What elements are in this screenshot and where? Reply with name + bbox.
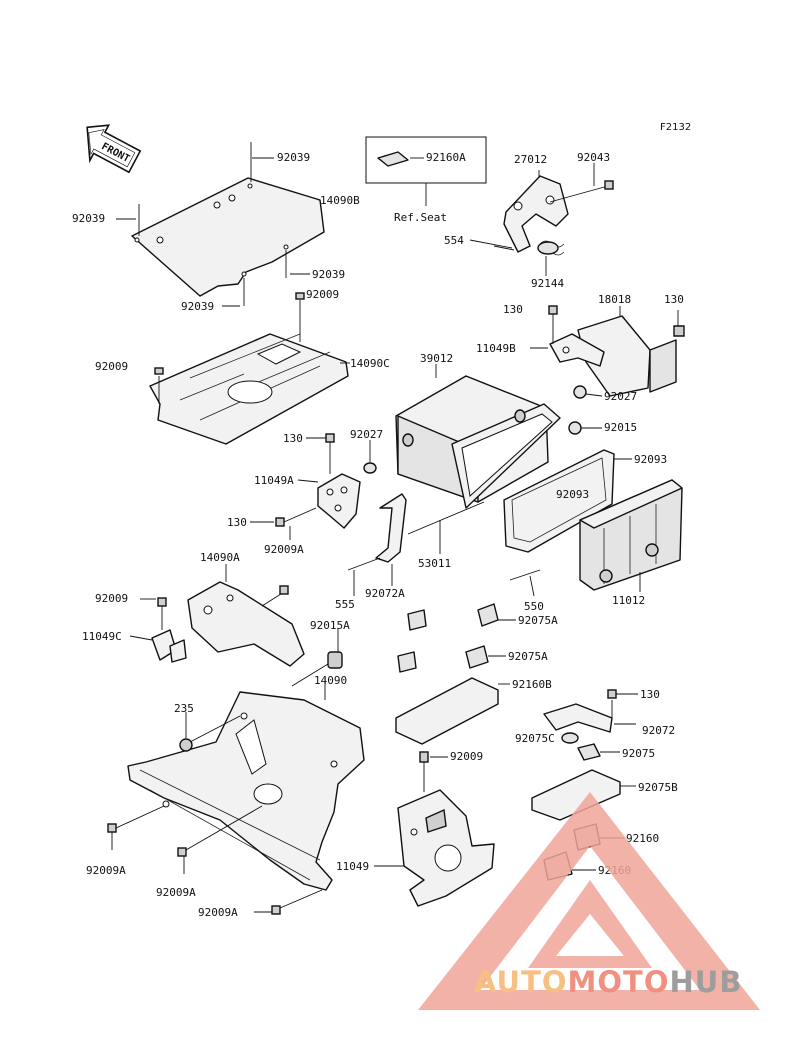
bracket-11049C	[129, 597, 187, 663]
mat-14090C	[149, 292, 350, 445]
label-92009: 92009	[306, 288, 339, 301]
label-92009: 92009	[95, 360, 128, 373]
label-14090: 14090	[314, 674, 347, 687]
bracket-11049B	[530, 305, 605, 399]
label-92072A: 92072A	[365, 587, 405, 600]
label-18018: 18018	[598, 293, 631, 306]
label-11049: 11049	[336, 860, 369, 873]
label-92009A: 92009A	[156, 886, 196, 899]
label-92144: 92144	[531, 277, 564, 290]
label-92072: 92072	[642, 724, 675, 737]
watermark: AUTOMOTOHUB	[418, 792, 760, 1010]
battery-11012	[579, 479, 683, 592]
label-39012: 39012	[420, 352, 453, 365]
label-92075B: 92075B	[638, 781, 678, 794]
label-92009: 92009	[450, 750, 483, 763]
label-92039: 92039	[181, 300, 214, 313]
watermark-auto: AUTO	[474, 965, 568, 999]
label-92009A: 92009A	[264, 543, 304, 556]
svg-text:AUTOMOTOHUB: AUTOMOTOHUB	[474, 965, 742, 999]
label-53011: 53011	[418, 557, 451, 570]
label-130: 130	[664, 293, 684, 306]
label-92160A: 92160A	[426, 151, 466, 164]
label-11012: 11012	[612, 594, 645, 607]
label-92027: 92027	[350, 428, 383, 441]
label-130: 130	[640, 688, 660, 701]
spacer-92015A	[327, 628, 343, 669]
pin-550	[509, 569, 541, 597]
bracket-27012	[469, 163, 614, 276]
pads-group	[395, 603, 516, 745]
label-235: 235	[174, 702, 194, 715]
label-92015: 92015	[604, 421, 637, 434]
label-130: 130	[283, 432, 303, 445]
gasket-92093	[503, 449, 632, 553]
bracket-92072	[543, 689, 638, 761]
label-130: 130	[503, 303, 523, 316]
label-92075C: 92075C	[515, 732, 555, 745]
label-92043: 92043	[577, 151, 610, 164]
plate-18018	[577, 306, 685, 397]
label-92160B: 92160B	[512, 678, 552, 691]
label-92009: 92009	[95, 592, 128, 605]
label-11049A: 11049A	[254, 474, 294, 487]
bracket-11049A	[250, 433, 377, 540]
guard-14090	[107, 663, 365, 915]
label-92027: 92027	[604, 390, 637, 403]
watermark-moto: MOTO	[568, 965, 670, 999]
strap-92072A	[347, 493, 485, 596]
label-14090B: 14090B	[320, 194, 360, 207]
label-11049C: 11049C	[82, 630, 122, 643]
battery-box-39012	[395, 364, 602, 509]
label-555: 555	[335, 598, 355, 611]
front-arrow: FRONT	[86, 124, 142, 174]
label-27012: 27012	[514, 153, 547, 166]
label-130: 130	[227, 516, 247, 529]
pad-92160A	[377, 151, 409, 167]
cover-14090A	[187, 564, 305, 667]
label-92075: 92075	[622, 747, 655, 760]
ref-seat-label: Ref.Seat	[394, 211, 447, 224]
label-14090A: 14090A	[200, 551, 240, 564]
label-11049B: 11049B	[476, 342, 516, 355]
label-14090C: 14090C	[350, 357, 390, 370]
part-labels: 92039 92039 14090B 92039 92039 92160A 27…	[72, 151, 684, 919]
label-92015A: 92015A	[310, 619, 350, 632]
ref-seat-box: Ref.Seat	[365, 136, 487, 224]
label-92039: 92039	[277, 151, 310, 164]
label-92039: 92039	[312, 268, 345, 281]
label-92009A: 92009A	[86, 864, 126, 877]
watermark-hub: HUB	[670, 965, 743, 999]
label-92009A: 92009A	[198, 906, 238, 919]
label-92093: 92093	[556, 488, 589, 501]
label-554: 554	[444, 234, 464, 247]
label-92160: 92160	[626, 832, 659, 845]
cover-14090B	[116, 142, 325, 307]
label-92039: 92039	[72, 212, 105, 225]
label-550: 550	[524, 600, 544, 613]
figure-code: F2132	[660, 122, 691, 133]
watermark-triangle	[418, 792, 760, 1010]
label-92075A: 92075A	[508, 650, 548, 663]
label-92075A: 92075A	[518, 614, 558, 627]
bracket-11049	[374, 751, 495, 907]
label-92093: 92093	[634, 453, 667, 466]
